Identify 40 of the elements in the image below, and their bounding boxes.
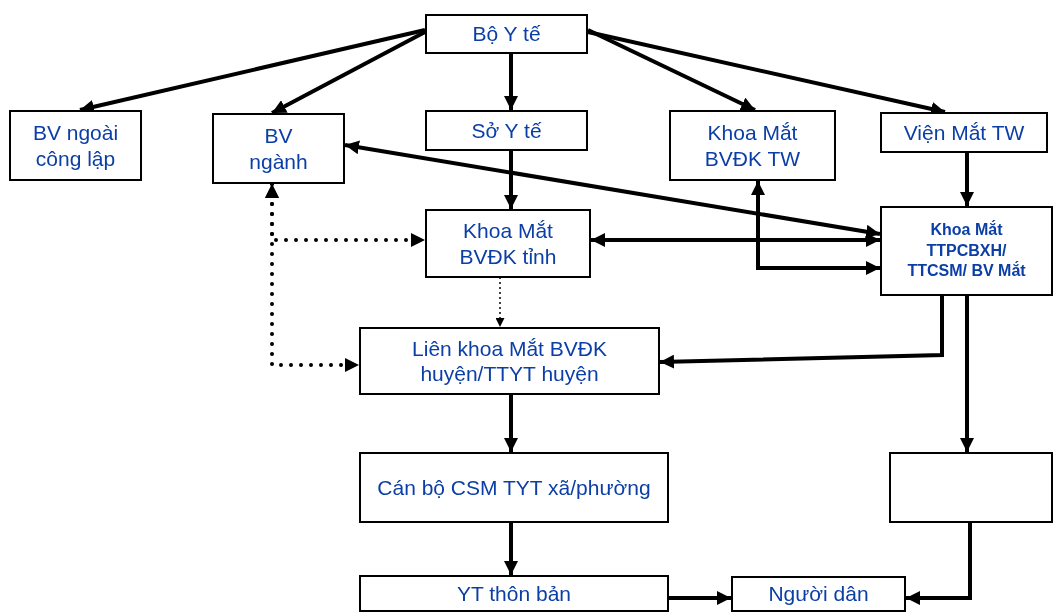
arrow — [751, 181, 880, 275]
box-label: BV ngành — [249, 123, 308, 174]
empty-box — [889, 452, 1053, 523]
arrow — [669, 591, 731, 605]
process-box — [212, 113, 345, 184]
box-label: Sở Y tế — [471, 117, 542, 144]
process-box — [425, 209, 591, 278]
box-label: Viện Mắt TW — [903, 119, 1025, 146]
arrow — [271, 30, 426, 115]
process-box — [425, 14, 588, 54]
arrow — [344, 140, 881, 239]
box-label: Liên khoa Mắt BVĐK huyện/TTYT huyện — [411, 335, 608, 387]
box-label: Người dân — [768, 581, 869, 607]
process-box — [880, 112, 1048, 153]
arrow — [960, 153, 974, 206]
box-label: YT thôn bản — [456, 580, 571, 607]
box-label: Bộ Y tế — [472, 21, 541, 47]
box-label: Khoa Mắt BVĐK TW — [703, 120, 802, 171]
arrow — [659, 296, 944, 369]
process-box — [880, 206, 1053, 296]
box-label: Khoa Mắt BVĐK tỉnh — [458, 218, 558, 269]
box-label: Khoa Mắt TTPCBXH/ TTCSM/ BV Mắt — [906, 219, 1027, 282]
process-box — [359, 327, 660, 395]
dotted-arrow — [265, 182, 361, 372]
arrow — [587, 28, 756, 112]
process-box — [359, 452, 669, 523]
arrow — [504, 523, 518, 575]
process-box — [731, 576, 906, 612]
arrow — [504, 395, 518, 452]
box-label: BV ngoài công lập — [31, 120, 120, 171]
arrow — [960, 296, 974, 452]
process-box — [425, 110, 588, 151]
process-box — [669, 110, 836, 181]
arrow — [504, 54, 518, 110]
arrow — [504, 151, 518, 209]
arrow — [591, 233, 880, 247]
process-box — [359, 575, 669, 612]
process-box — [9, 110, 142, 181]
box-label: Cán bộ CSM TYT xã/phường — [377, 474, 651, 501]
arrow — [906, 523, 972, 605]
